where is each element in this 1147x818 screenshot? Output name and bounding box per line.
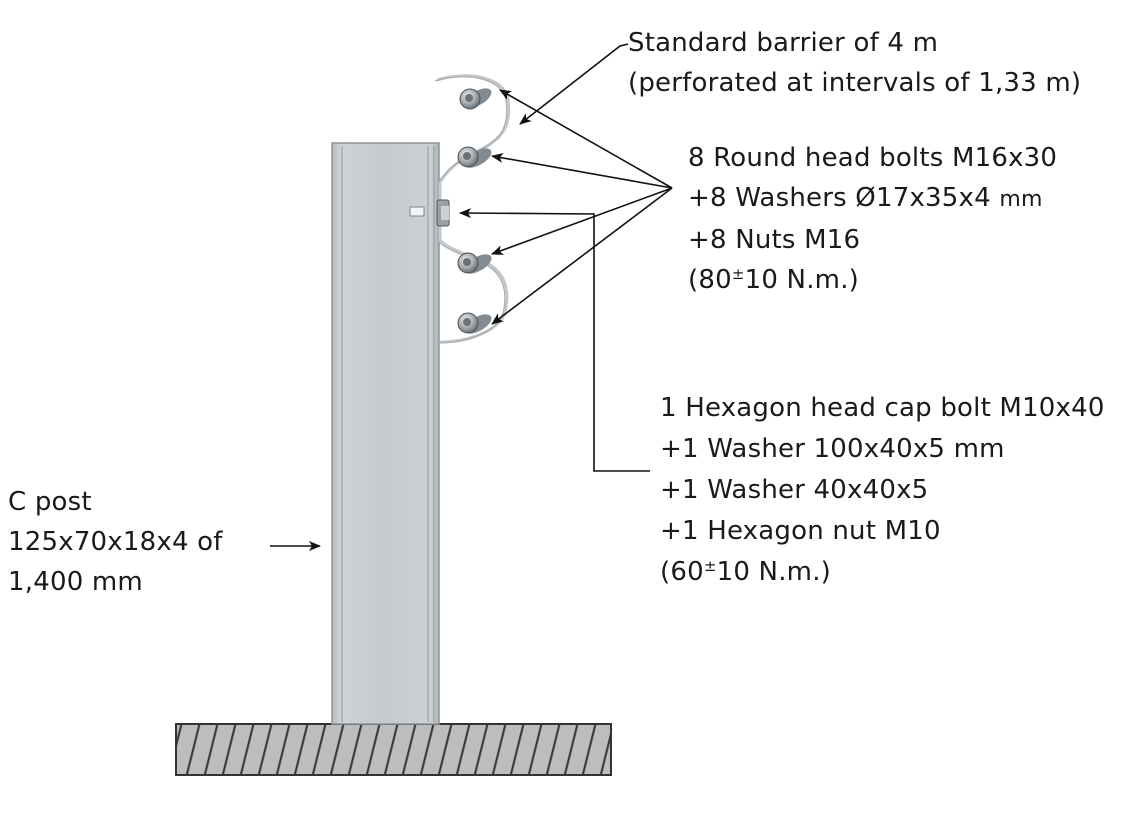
round-head-bolt	[459, 88, 492, 110]
hexagon-head-bolt	[436, 199, 450, 227]
barrier-label: Standard barrier of 4 m (perforated at i…	[628, 23, 1081, 103]
round-bolts-label-line-4: (80±10 N.m.)	[688, 260, 1057, 300]
barrier-label-line-2: (perforated at intervals of 1,33 m)	[628, 68, 1082, 98]
tolerance-sign: ±	[731, 265, 745, 283]
hex-bolt-label-line-3: +1 Washer 40x40x5	[660, 475, 929, 505]
round-head-bolt	[457, 312, 492, 334]
round-head-bolt	[457, 252, 492, 274]
round-bolts-label-line-2: +8 Washers Ø17x35x4 mm	[688, 178, 1057, 220]
torque-value: (60	[660, 557, 704, 587]
torque-tolerance: 10 N.m.)	[716, 557, 832, 587]
bolt-arrow-1	[499, 89, 673, 189]
bolt-arrow-2	[491, 153, 673, 189]
hex-bolt-label-line-1: 1 Hexagon head cap bolt M10x40	[660, 393, 1105, 423]
c-post	[331, 142, 440, 725]
barrier-label-line-1: Standard barrier of 4 m	[628, 28, 939, 58]
round-bolts-label-line-1: 8 Round head bolts M16x30	[688, 143, 1058, 173]
washers-unit: mm	[999, 187, 1043, 212]
c-post-label-line-3: 1,400 mm	[8, 567, 143, 597]
hex-bolt-leader	[459, 208, 650, 472]
washers-spec: +8 Washers Ø17x35x4	[688, 183, 991, 213]
round-head-bolt	[457, 146, 492, 168]
bolt-arrow-4	[491, 187, 673, 325]
c-post-label-line-1: C post	[8, 487, 92, 517]
round-bolts-label: 8 Round head bolts M16x30 +8 Washers Ø17…	[688, 138, 1057, 300]
barrier-leader	[519, 43, 629, 125]
bolt-arrow-3	[491, 187, 673, 255]
tolerance-sign: ±	[703, 557, 717, 575]
hex-bolt-label-line-2: +1 Washer 100x40x5 mm	[660, 434, 1005, 464]
hex-bolt-label-line-4: +1 Hexagon nut M10	[660, 516, 941, 546]
hex-bolt-label-line-5: (60±10 N.m.)	[660, 552, 1105, 593]
torque-value: (80	[688, 265, 732, 295]
ground-foundation	[175, 723, 612, 776]
c-post-label: C post 125x70x18x4 of 1,400 mm	[8, 482, 223, 602]
round-bolts-label-line-3: +8 Nuts M16	[688, 225, 861, 255]
leader-lines	[270, 43, 673, 551]
c-post-label-line-2: 125x70x18x4 of	[8, 527, 223, 557]
hex-bolt-label: 1 Hexagon head cap bolt M10x40 +1 Washer…	[660, 388, 1105, 593]
torque-tolerance: 10 N.m.)	[744, 265, 860, 295]
